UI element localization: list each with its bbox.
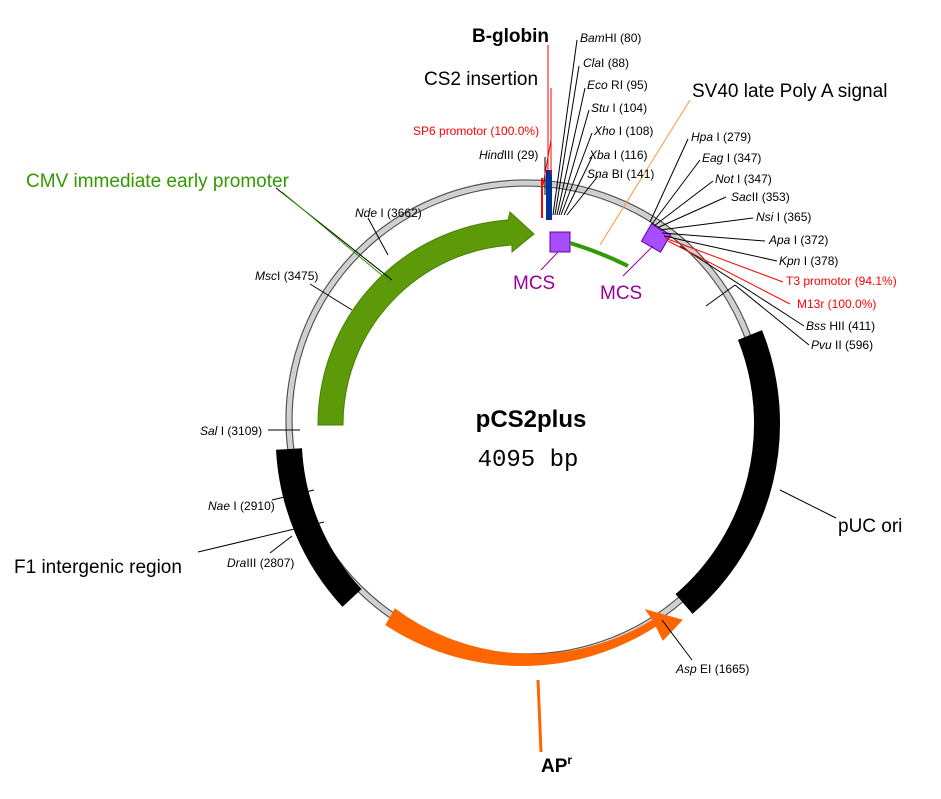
site-bsshii: Bss HII (411) <box>806 319 875 333</box>
site-xhoi: Xho I (108) <box>593 124 653 138</box>
puc-ori-arc <box>675 330 781 614</box>
cs2-insertion-label: CS2 insertion <box>424 69 538 90</box>
sv40-arc <box>569 241 629 268</box>
mcs-leader-right <box>622 245 654 277</box>
sp6-leader <box>542 139 552 186</box>
site-noti: Not I (347) <box>715 172 772 186</box>
mcs-box-right <box>640 223 672 253</box>
site-naei: Nae I (2910) <box>208 499 275 513</box>
bglobin-mark <box>546 170 552 220</box>
site-draiii: DraIII (2807) <box>227 556 294 570</box>
sp6-label: SP6 promotor (100.0%) <box>413 124 539 138</box>
t3-label: T3 promotor (94.1%) <box>786 274 897 288</box>
leader-lines <box>197 39 837 661</box>
cmv-label: CMV immediate early promoter <box>26 171 290 192</box>
m13r-label: M13r (100.0%) <box>797 297 876 311</box>
site-aspei: Asp EI (1665) <box>675 662 749 676</box>
site-hpai: Hpa I (279) <box>691 130 751 144</box>
f1-region-arc <box>276 448 362 607</box>
apr-leader <box>536 679 543 753</box>
site-kpni: Kpn I (378) <box>779 254 838 268</box>
apr-arrow <box>385 608 683 666</box>
cmv-leader <box>281 191 391 283</box>
site-xbai: Xba I (116) <box>588 148 648 162</box>
site-nsii: Nsi I (365) <box>756 210 811 224</box>
mcs-box-left <box>549 231 571 253</box>
site-stui: Stu I (104) <box>591 101 647 115</box>
site-ndei: Nde I (3662) <box>355 206 422 220</box>
site-eagi: Eag I (347) <box>702 151 761 165</box>
site-snabi: Sna BI (141) <box>587 167 654 181</box>
site-sali: Sal I (3109) <box>200 424 262 438</box>
site-sacii: SacII (353) <box>731 190 790 204</box>
site-bamhi: BamHI (80) <box>580 31 641 45</box>
sv40-label: SV40 late Poly A signal <box>692 81 887 102</box>
mcs-leader-left <box>540 251 559 271</box>
site-apai: Apa I (372) <box>768 233 828 247</box>
sv40-leader <box>599 99 691 246</box>
site-clai: ClaI (88) <box>583 56 629 70</box>
apr-label: APr <box>541 753 572 777</box>
f1-label: F1 intergenic region <box>14 557 182 578</box>
bglobin-label: B-globin <box>472 26 549 47</box>
mcs-label-left: MCS <box>513 273 555 294</box>
plasmid-name: pCS2plus <box>476 406 587 433</box>
puc-ori-label: pUC ori <box>838 516 902 537</box>
t3-leader <box>664 237 784 283</box>
plasmid-size: 4095 bp <box>478 447 579 474</box>
mcs-label-right: MCS <box>600 283 642 304</box>
site-ecori: Eco RI (95) <box>587 78 648 92</box>
cmv-arrow <box>317 211 535 426</box>
site-pvuii: Pvu II (596) <box>811 338 873 352</box>
site-msci: MscI (3475) <box>255 269 318 283</box>
site-hindiii: HindIII (29) <box>479 148 538 162</box>
m13r-leader <box>667 240 791 305</box>
